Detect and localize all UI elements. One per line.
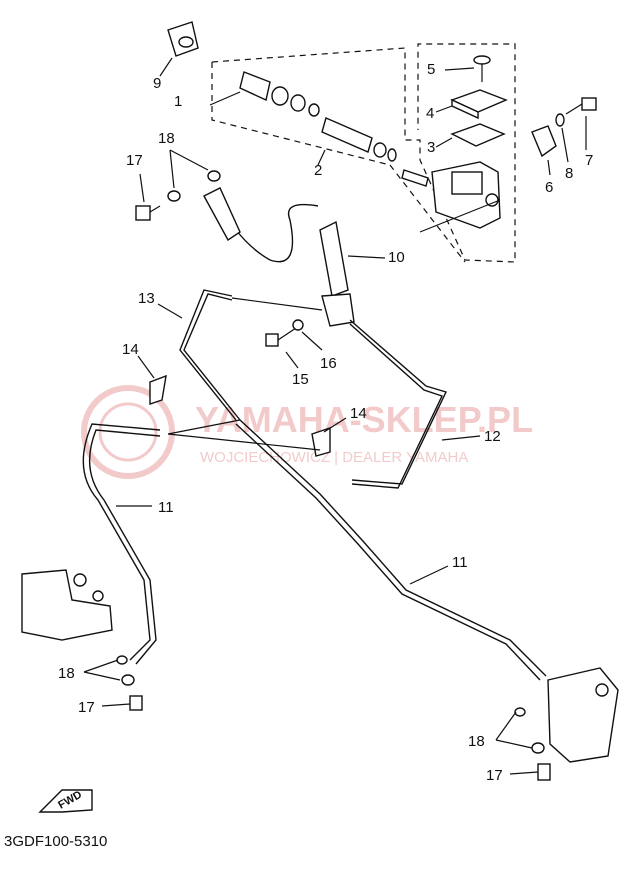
leader-17-right: [509, 771, 539, 775]
brake-hose-joint: [321, 293, 355, 327]
pipe-clip-right: [311, 427, 331, 457]
copper-washer-right-1: [514, 707, 526, 717]
callout-18-left: 18: [58, 665, 75, 682]
brake-hose-lower-right: [235, 419, 547, 681]
callout-3: 3: [427, 139, 435, 156]
copper-washer-right-2: [531, 742, 545, 754]
holder-bolt: [565, 97, 597, 115]
reservoir-cap: [450, 89, 508, 120]
copper-washer-top-2: [207, 170, 221, 182]
watermark-brand: YAMAHA-SKLEP.PL: [195, 399, 533, 440]
forward-arrow-icon: FWD: [38, 789, 93, 813]
watermark-subtitle: WOJCIECHOWICZ | DEALER YAMAHA: [200, 449, 468, 466]
joint-bolt: [265, 327, 297, 347]
leader-10: [347, 255, 386, 259]
callout-14-right: 14: [350, 405, 367, 422]
leader-18-right: [495, 711, 533, 749]
leader-4: [435, 105, 453, 113]
leader-9: [159, 57, 173, 77]
callout-17-left: 17: [78, 699, 95, 716]
pipe-clip-left: [149, 374, 167, 405]
master-cylinder-holder: [531, 125, 557, 158]
leader-17-top: [139, 173, 145, 203]
callout-15: 15: [292, 371, 309, 388]
leader-18-top: [169, 149, 209, 189]
callout-8: 8: [565, 165, 573, 182]
master-cylinder-box-bottom: [389, 164, 466, 263]
leader-14-left: [137, 355, 155, 379]
master-cylinder-body: [431, 161, 501, 229]
diagram-part-code: 3GDF100-5310: [4, 833, 107, 850]
brake-caliper-right: [547, 667, 619, 763]
callout-13: 13: [138, 290, 155, 307]
callout-9: 9: [153, 75, 161, 92]
brake-pipe-right: [349, 319, 447, 489]
callout-10: 10: [388, 249, 405, 266]
callout-1: 1: [174, 93, 182, 110]
callout-5: 5: [427, 61, 435, 78]
leader-11-right: [409, 565, 449, 585]
brake-pipe-left: [179, 289, 323, 421]
leader-17-left: [101, 703, 131, 707]
leader-2: [317, 149, 326, 166]
copper-washer-left-2: [121, 674, 135, 686]
callout-11-left: 11: [158, 499, 174, 516]
piston-kit: [239, 71, 429, 187]
union-bolt-top: [135, 205, 161, 221]
callout-17-right: 17: [486, 767, 503, 784]
brake-caliper-left: [21, 569, 113, 641]
union-bolt-right: [537, 763, 551, 781]
leader-6: [547, 159, 551, 176]
watermark-logo: [81, 385, 175, 479]
callout-18-right: 18: [468, 733, 485, 750]
holder-washer: [555, 113, 565, 127]
brake-hose-upper: [203, 187, 349, 297]
callout-4: 4: [426, 105, 434, 122]
leader-13: [157, 303, 183, 319]
leader-8: [561, 127, 569, 163]
leader-18-left: [83, 659, 121, 681]
leader-12: [441, 435, 481, 441]
leader-14-right: [323, 417, 347, 433]
callout-12: 12: [484, 428, 501, 445]
callout-11-right: 11: [452, 554, 468, 571]
joint-washer: [292, 319, 304, 331]
copper-washer-left-1: [116, 655, 128, 665]
dust-boot: [167, 21, 199, 57]
callout-6: 6: [545, 179, 553, 196]
leader-1: [209, 91, 241, 106]
leader-5: [444, 67, 475, 71]
leader-15: [285, 351, 299, 369]
callout-17-top: 17: [126, 152, 143, 169]
callout-2: 2: [314, 162, 322, 179]
leader-10b: [419, 199, 501, 233]
callout-18-top: 18: [158, 130, 175, 147]
cap-screw: [473, 55, 491, 82]
diaphragm: [450, 123, 506, 147]
callout-16: 16: [320, 355, 337, 372]
union-bolt-left: [129, 695, 143, 711]
callout-7: 7: [585, 152, 593, 169]
brake-hose-lower-left: [82, 419, 321, 665]
leader-16: [301, 331, 323, 351]
callout-14-left: 14: [122, 341, 139, 358]
leader-3: [435, 137, 453, 148]
copper-washer-top-1: [167, 190, 181, 202]
watermark-logo-inner: [98, 402, 158, 462]
